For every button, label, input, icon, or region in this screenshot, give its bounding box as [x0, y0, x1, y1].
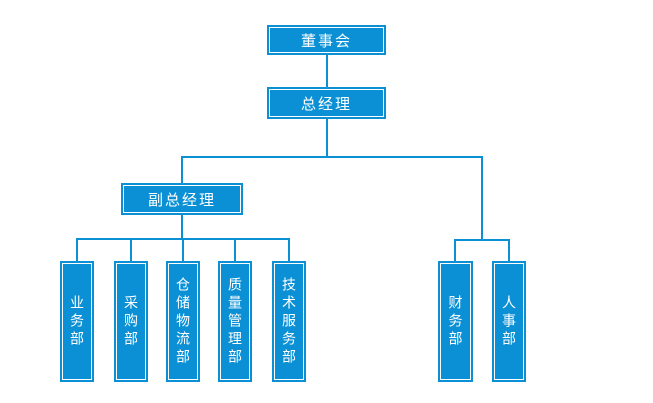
- org-node-purchasing-dept: 采购部: [114, 261, 148, 382]
- connector-drop-finance: [454, 240, 456, 261]
- org-node-warehouse-logistics-dept: 仓储物流部: [166, 261, 200, 382]
- connector-drop-deputy-gm: [181, 157, 183, 183]
- org-node-hr-dept: 人事部: [492, 261, 526, 382]
- connector-drop-hr: [508, 240, 510, 261]
- org-node-quality-management-dept: 质量管理部: [218, 261, 252, 382]
- connector-board-gm: [326, 55, 328, 87]
- connector-drop-quality-management-dept: [234, 239, 236, 261]
- org-node-finance-dept: 财务部: [438, 261, 473, 382]
- org-node-general-manager: 总经理: [267, 87, 386, 119]
- connector-right-branch-vertical: [481, 157, 483, 240]
- org-node-board-of-directors: 董事会: [267, 25, 386, 55]
- connector-drop-business-dept: [76, 239, 78, 261]
- org-node-business-dept: 业务部: [60, 261, 94, 382]
- connector-right-branch-horizontal: [454, 239, 510, 241]
- connector-drop-technical-service-dept: [288, 239, 290, 261]
- org-node-technical-service-dept: 技术服务部: [272, 261, 306, 382]
- connector-drop-purchasing-dept: [130, 239, 132, 261]
- connector-gm-trunk: [326, 119, 328, 157]
- org-node-deputy-general-manager: 副总经理: [121, 183, 243, 215]
- connector-main-horizontal: [181, 156, 483, 158]
- connector-drop-warehouse-logistics-dept: [182, 239, 184, 261]
- connector-deputy-gm-trunk: [181, 215, 183, 239]
